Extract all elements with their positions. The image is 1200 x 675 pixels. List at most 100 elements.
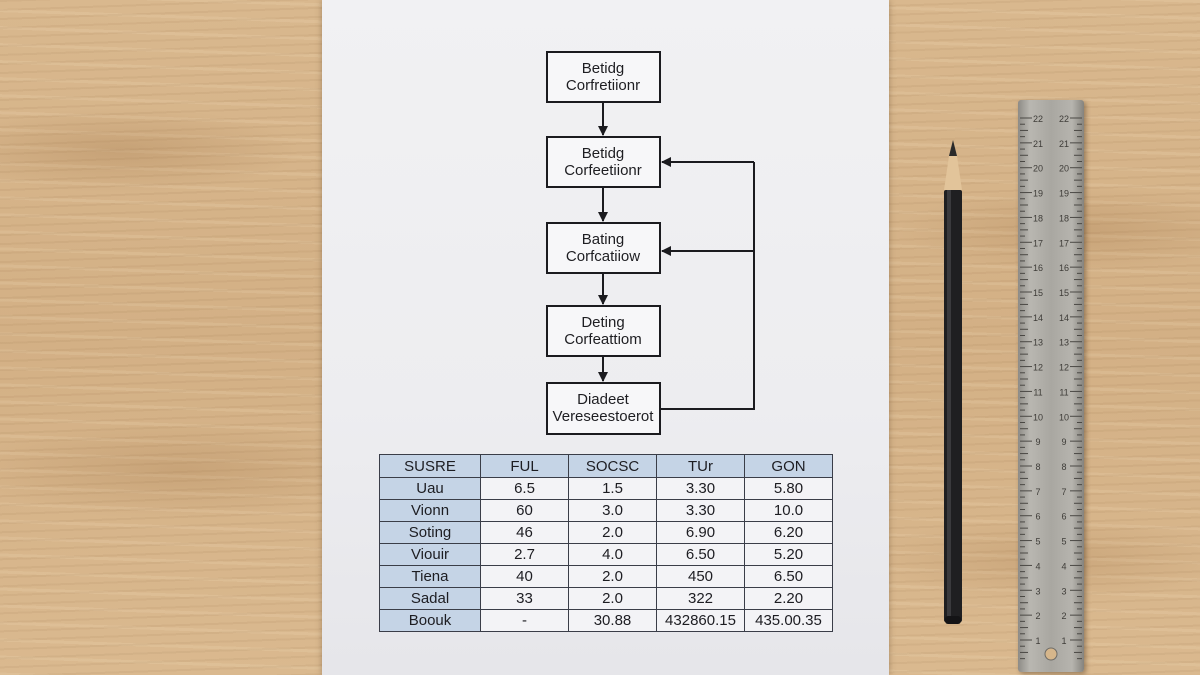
table-cell: 2.0 <box>568 565 657 588</box>
flow-box-2-label: Betidg Corfeetiionr <box>564 145 642 179</box>
table-row: Sadal 33 2.0 322 2.20 <box>379 587 833 610</box>
table-header-row: SUSRE FUL SOCSC TUr GON <box>379 454 833 478</box>
row-label: Vionn <box>379 499 481 522</box>
ruler-number: 6 <box>1035 512 1040 522</box>
table-cell: 435.00.35 <box>744 609 833 632</box>
table-cell: 2.20 <box>744 587 833 610</box>
flow-box-4-label: Deting Corfeattiom <box>564 314 642 348</box>
table-cell: 4.0 <box>568 543 657 566</box>
ruler-number: 22 <box>1059 114 1069 124</box>
ruler-number: 5 <box>1035 537 1040 547</box>
ruler-number: 10 <box>1033 412 1043 422</box>
flow-box-1-label: Betidg Corfretiionr <box>565 60 641 94</box>
table-cell: 450 <box>656 565 745 588</box>
row-label: Tiena <box>379 565 481 588</box>
table-cell: 322 <box>656 587 745 610</box>
table-row: Soting 46 2.0 6.90 6.20 <box>379 521 833 544</box>
table-cell: 6.90 <box>656 521 745 544</box>
table-cell: 3.30 <box>656 477 745 500</box>
ruler-number: 20 <box>1059 164 1069 174</box>
column-header: SOCSC <box>568 454 657 478</box>
table-cell: - <box>480 609 569 632</box>
data-table: SUSRE FUL SOCSC TUr GON Uau 6.5 1.5 3.30… <box>379 454 833 632</box>
ruler-number: 22 <box>1033 114 1043 124</box>
table-cell: 6.5 <box>480 477 569 500</box>
paper-sheet: Betidg Corfretiionr Betidg Corfeetiionr … <box>322 0 889 675</box>
pencil <box>944 140 962 624</box>
table-cell: 6.20 <box>744 521 833 544</box>
table-cell: 2.0 <box>568 521 657 544</box>
table-row: Uau 6.5 1.5 3.30 5.80 <box>379 477 833 500</box>
table-cell: 60 <box>480 499 569 522</box>
flow-box-2 <box>546 136 661 188</box>
column-header: SUSRE <box>379 454 481 478</box>
ruler-number: 11 <box>1059 387 1068 397</box>
ruler-number: 14 <box>1033 313 1043 323</box>
flow-box-4 <box>546 305 661 357</box>
column-header: FUL <box>480 454 569 478</box>
ruler-number: 4 <box>1061 561 1066 571</box>
ruler-number: 20 <box>1033 164 1043 174</box>
ruler-number: 13 <box>1059 338 1069 348</box>
ruler-number: 17 <box>1033 238 1043 248</box>
ruler-number: 1 <box>1035 636 1040 646</box>
table-cell: 10.0 <box>744 499 833 522</box>
ruler-number: 2 <box>1035 611 1040 621</box>
ruler-number: 9 <box>1061 437 1066 447</box>
table-cell: 46 <box>480 521 569 544</box>
table-row: Tiena 40 2.0 450 6.50 <box>379 565 833 588</box>
ruler-number: 7 <box>1061 487 1066 497</box>
row-label: Sadal <box>379 587 481 610</box>
ruler-number: 11 <box>1033 387 1042 397</box>
feedback-line <box>660 162 755 410</box>
table-cell: 30.88 <box>568 609 657 632</box>
ruler-hole <box>1044 647 1058 661</box>
ruler-number: 18 <box>1033 213 1043 223</box>
ruler-number: 13 <box>1033 338 1043 348</box>
ruler-number: 15 <box>1033 288 1043 298</box>
flow-box-5-label: Diadeet Vereseestoerot <box>552 391 654 425</box>
ruler-number: 16 <box>1059 263 1069 273</box>
table-cell: 5.80 <box>744 477 833 500</box>
ruler-number: 8 <box>1061 462 1066 472</box>
ruler-number: 1 <box>1061 636 1066 646</box>
ruler-number: 17 <box>1059 238 1069 248</box>
ruler-number: 14 <box>1059 313 1069 323</box>
table-row: Viouir 2.7 4.0 6.50 5.20 <box>379 543 833 566</box>
table-cell: 40 <box>480 565 569 588</box>
ruler-number: 5 <box>1061 537 1066 547</box>
ruler-number: 6 <box>1061 512 1066 522</box>
table-cell: 2.0 <box>568 587 657 610</box>
ruler-number: 4 <box>1035 561 1040 571</box>
flow-box-3-label: Bating Corfcatiiow <box>565 231 641 265</box>
flow-box-1 <box>546 51 661 103</box>
table-cell: 3.30 <box>656 499 745 522</box>
ruler-number: 12 <box>1033 363 1043 373</box>
ruler-number: 2 <box>1061 611 1066 621</box>
table-cell: 6.50 <box>656 543 745 566</box>
ruler-number: 21 <box>1059 139 1069 149</box>
table-row: Boouk - 30.88 432860.15 435.00.35 <box>379 609 833 632</box>
ruler-number: 18 <box>1059 213 1069 223</box>
ruler-number: 8 <box>1035 462 1040 472</box>
table-cell: 5.20 <box>744 543 833 566</box>
ruler-number: 3 <box>1035 586 1040 596</box>
ruler-number: 12 <box>1059 363 1069 373</box>
table-cell: 2.7 <box>480 543 569 566</box>
ruler-number: 21 <box>1033 139 1043 149</box>
ruler-number: 16 <box>1033 263 1043 273</box>
row-label: Uau <box>379 477 481 500</box>
table-cell: 33 <box>480 587 569 610</box>
ruler-number: 15 <box>1059 288 1069 298</box>
ruler-number: 9 <box>1035 437 1040 447</box>
flow-box-5 <box>546 382 661 435</box>
ruler-number: 10 <box>1059 412 1069 422</box>
flowchart <box>546 51 755 435</box>
column-header: TUr <box>656 454 745 478</box>
ruler-number: 3 <box>1061 586 1066 596</box>
table-cell: 1.5 <box>568 477 657 500</box>
table-cell: 432860.15 <box>656 609 745 632</box>
row-label: Boouk <box>379 609 481 632</box>
ruler-number: 7 <box>1035 487 1040 497</box>
table-row: Vionn 60 3.0 3.30 10.0 <box>379 499 833 522</box>
